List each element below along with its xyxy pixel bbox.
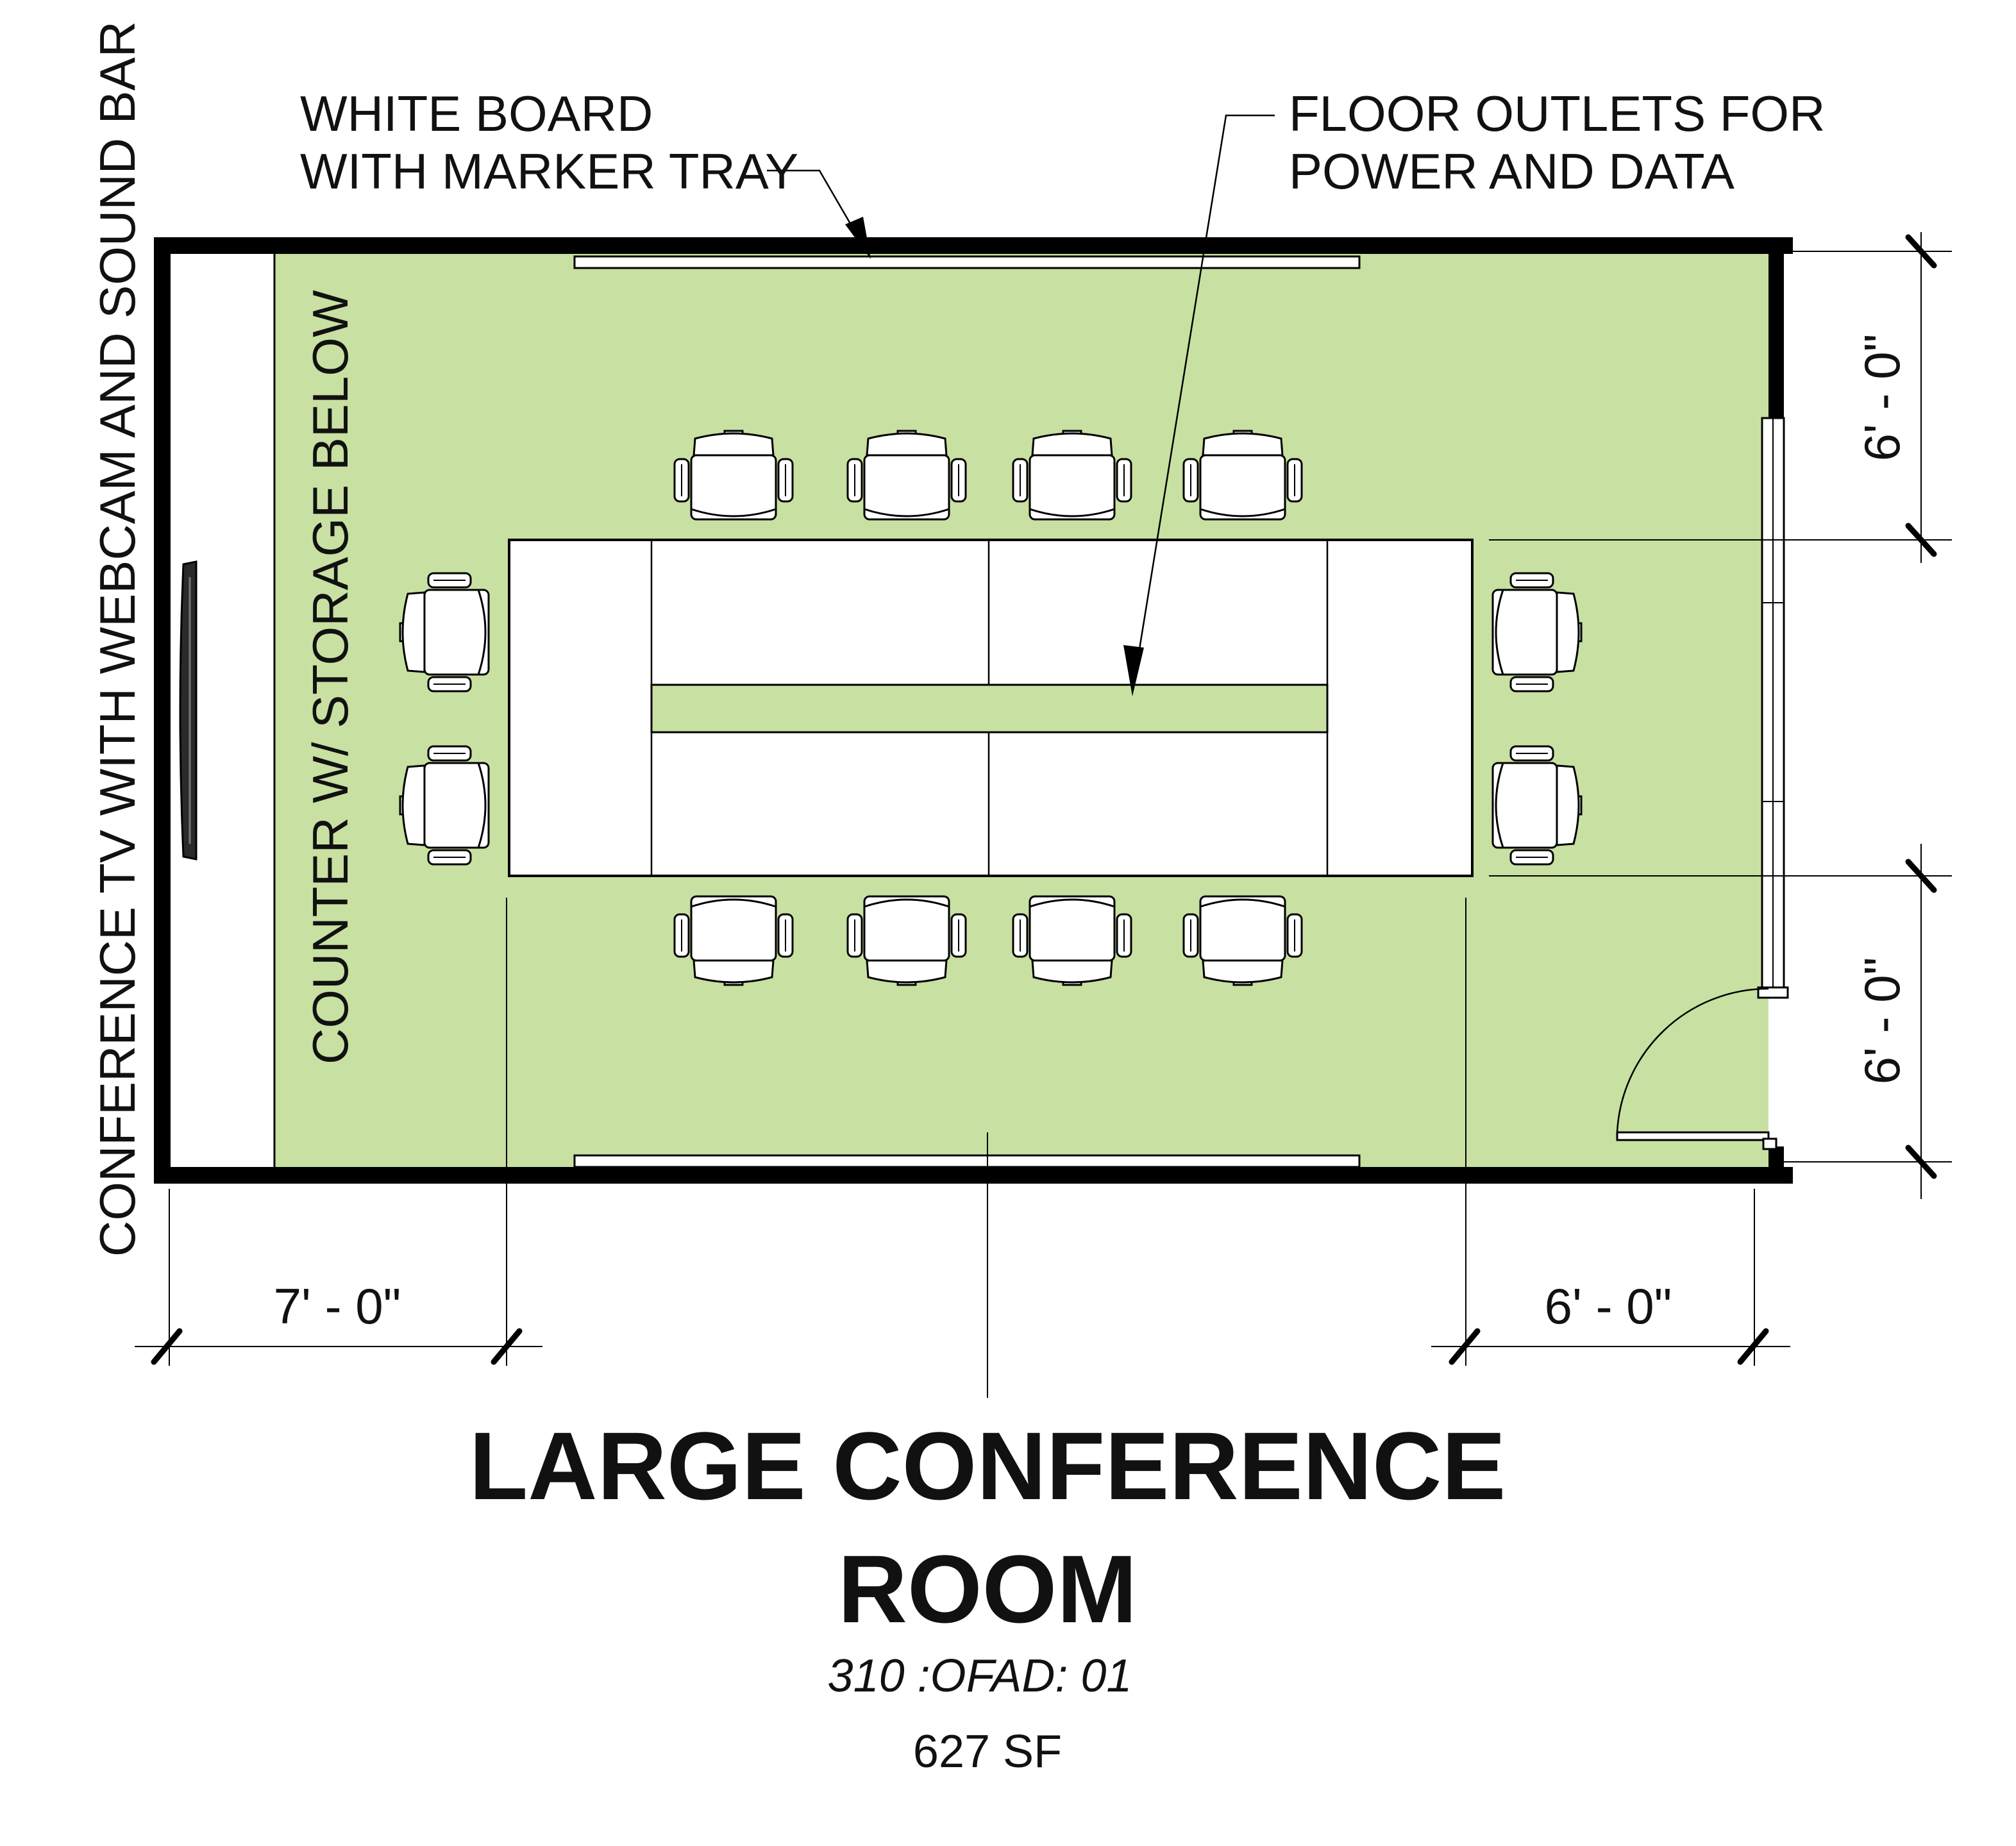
door bbox=[1616, 987, 1777, 1150]
chair-bottom-2 bbox=[846, 895, 967, 986]
dimension-lines bbox=[135, 232, 1952, 1398]
chair-right-1 bbox=[1491, 572, 1583, 692]
tv-label: CONFERENCE TV WITH WEBCAM AND SOUND BAR bbox=[89, 21, 146, 1257]
dim-bottom-right: 6' - 0" bbox=[1545, 1278, 1672, 1334]
conference-table bbox=[508, 539, 1474, 877]
dim-right-bottom: 6' - 0" bbox=[1854, 957, 1910, 1085]
whiteboard-label-line1: WHITE BOARD bbox=[300, 85, 653, 142]
chair-bottom-1 bbox=[673, 895, 794, 986]
room-title-line1: LARGE CONFERENCE bbox=[469, 1412, 1506, 1520]
chair-top-2 bbox=[846, 430, 967, 521]
chair-bottom-4 bbox=[1182, 895, 1303, 986]
room-walls bbox=[154, 237, 1793, 1184]
dim-right-top: 6' - 0" bbox=[1854, 334, 1910, 462]
chair-top-4 bbox=[1182, 430, 1303, 521]
whiteboard-top bbox=[573, 255, 1361, 269]
window bbox=[1757, 417, 1789, 999]
chair-left-2 bbox=[399, 745, 490, 866]
room-title-line2: ROOM bbox=[838, 1535, 1138, 1643]
chair-top-1 bbox=[673, 430, 794, 521]
leader-lines bbox=[767, 114, 1275, 696]
dim-bottom-left: 7' - 0" bbox=[274, 1278, 401, 1334]
outlets-label-line2: POWER AND DATA bbox=[1289, 143, 1735, 199]
counter-label: COUNTER W/ STORAGE BELOW bbox=[302, 290, 358, 1064]
room-area: 627 SF bbox=[913, 1726, 1062, 1777]
tv-icon bbox=[179, 560, 197, 860]
chair-top-3 bbox=[1012, 430, 1132, 521]
outlets-label-line1: FLOOR OUTLETS FOR bbox=[1289, 85, 1825, 142]
whiteboard-bottom bbox=[573, 1154, 1361, 1168]
chair-bottom-3 bbox=[1012, 895, 1132, 986]
floor-outlet-strip bbox=[650, 684, 1329, 734]
whiteboard-label-line2: WITH MARKER TRAY bbox=[300, 143, 798, 199]
chair-left-1 bbox=[399, 572, 490, 692]
room-code: 310 :OFAD: 01 bbox=[828, 1650, 1132, 1702]
chair-right-2 bbox=[1491, 745, 1583, 866]
chairs bbox=[399, 430, 1583, 986]
